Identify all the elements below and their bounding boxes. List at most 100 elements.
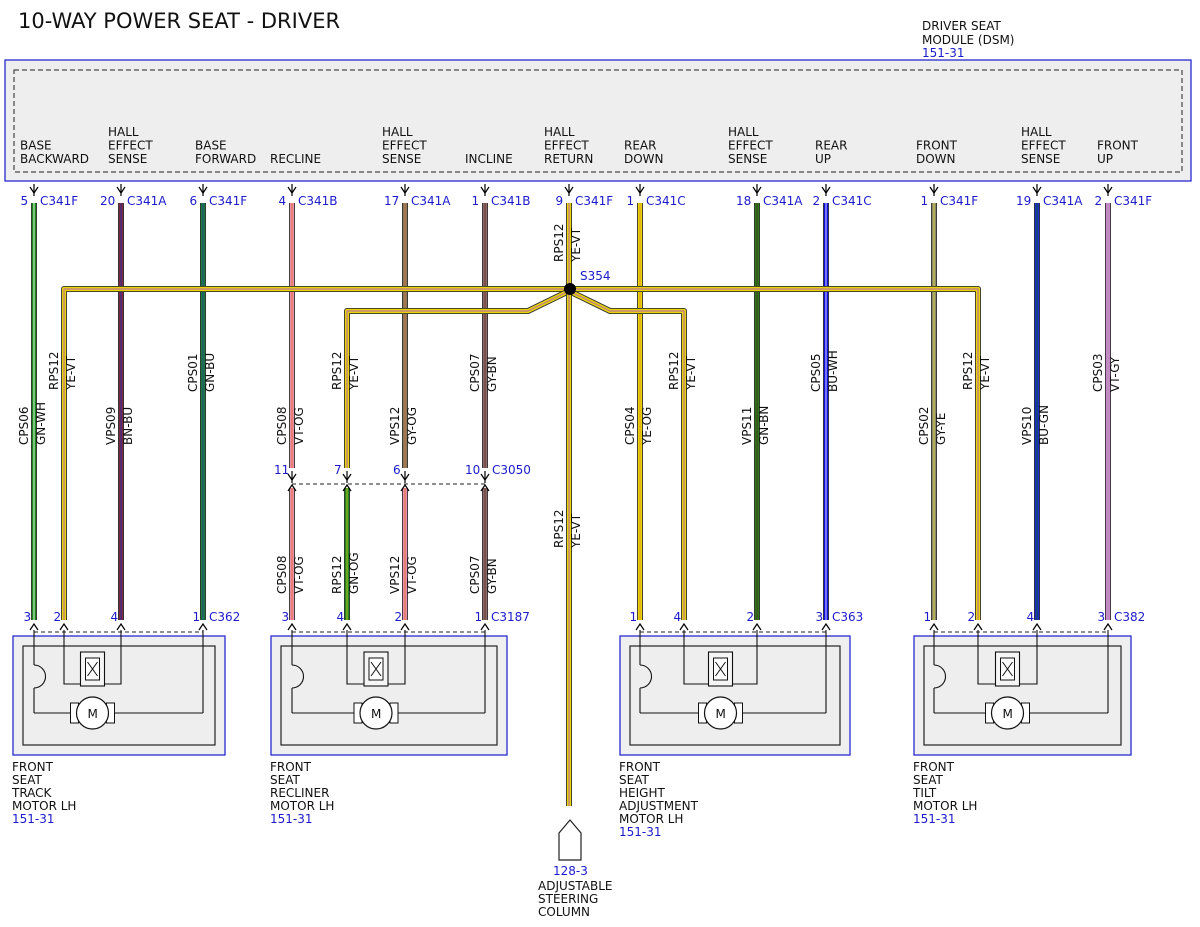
wire-color-label-6: GY-OG (405, 407, 419, 445)
module-ref-link[interactable]: 151-31 (922, 46, 965, 60)
wire-circuit-label-11: VPS11 (740, 407, 754, 445)
module-connector-id-3[interactable]: C341B (298, 194, 338, 208)
inline-wire-color-1: GN-OG (347, 552, 361, 594)
module-connector-id-12[interactable]: C341F (1114, 194, 1152, 208)
module-pin-label-1-2: SENSE (108, 152, 147, 166)
splice-label[interactable]: S354 (580, 269, 611, 283)
inline-arrow-bottom-1 (342, 483, 352, 492)
motor-1-inner-box (280, 645, 498, 746)
module-pin-number-10: 1 (921, 194, 929, 208)
module-pin-number-5: 1 (472, 194, 480, 208)
module-pin-number-8: 18 (736, 194, 751, 208)
motor-0-switch-arc (33, 664, 46, 689)
motor-2-ref-link[interactable]: 151-31 (619, 825, 662, 839)
motor-1-name-3: MOTOR LH (270, 799, 334, 813)
motor-2-hall-sensor-cross (715, 661, 726, 677)
module-connector-id-9[interactable]: C341C (832, 194, 872, 208)
module-pin-label-3-0: RECLINE (270, 152, 321, 166)
driver-seat-module-box (4, 59, 1192, 182)
motor-0-pin-arrow-3 (198, 622, 208, 631)
motor-0-connector-id[interactable]: C362 (209, 610, 240, 624)
motor-3-pin-num-0: 1 (924, 610, 932, 624)
wire-color-label-14: YE-VT (978, 355, 992, 391)
motor-3-name-2: TILT (912, 786, 937, 800)
wire-color-label-9: YE-OG (640, 407, 654, 446)
module-connector-id-4[interactable]: C341A (411, 194, 451, 208)
module-pin-label-10-1: DOWN (916, 152, 956, 166)
motor-2-pin-num-1: 4 (674, 610, 682, 624)
motor-0-ref-link[interactable]: 151-31 (12, 812, 55, 826)
module-pin-number-11: 19 (1016, 194, 1031, 208)
module-connector-id-6[interactable]: C341F (575, 194, 613, 208)
motor-2-name-2: HEIGHT (619, 786, 665, 800)
steering-name-2: STEERING (538, 892, 598, 906)
wire-circuit-label-8: RPS12 (552, 510, 566, 548)
wire-circuit-label-6: VPS12 (388, 407, 402, 445)
steering-ref-link[interactable]: 128-3 (553, 864, 588, 878)
motor-0-pin-num-3: 1 (193, 610, 201, 624)
wire-circuit-label-1: RPS12 (47, 352, 61, 390)
module-label-line2: MODULE (DSM) (922, 33, 1014, 47)
module-connector-id-1[interactable]: C341A (127, 194, 167, 208)
steering-column-connector: 128-3 ADJUSTABLE STEERING COLUMN (538, 819, 613, 919)
wire-color-label-16: VT-GY (1108, 356, 1122, 392)
inline-conn-id[interactable]: C3050 (492, 463, 531, 477)
motor-3-ref-link[interactable]: 151-31 (913, 812, 956, 826)
motor-1-connector-id[interactable]: C3187 (491, 610, 530, 624)
motor-3-motor-letter: M (1003, 707, 1013, 721)
inline-pin-6: 6 (393, 463, 401, 477)
module-connector-id-2[interactable]: C341F (209, 194, 247, 208)
motor-2-pin-arrow-2 (752, 622, 762, 631)
module-pin-label-6-0: HALL (544, 125, 575, 139)
module-connector-id-11[interactable]: C341A (1043, 194, 1083, 208)
module-connector-id-0[interactable]: C341F (40, 194, 78, 208)
motor-0-name-3: MOTOR LH (12, 799, 76, 813)
module-connector-id-10[interactable]: C341F (940, 194, 978, 208)
inline-pin-11: 11 (274, 463, 289, 477)
motor-1-hall-sensor-cross (370, 661, 382, 677)
wire-color-label-10: YE-VT (684, 355, 698, 391)
module-pin-label-1-1: EFFECT (108, 139, 153, 153)
wire-circuit-label-12: CPS05 (809, 353, 823, 392)
module-pin-label-12-0: FRONT (1097, 139, 1139, 153)
wire-color-label-2: BN-BU (121, 407, 135, 445)
motor-1-ref-link[interactable]: 151-31 (270, 812, 313, 826)
module-connector-id-8[interactable]: C341A (763, 194, 803, 208)
module-pin-label-8-2: SENSE (728, 152, 767, 166)
motor-3-pin-arrow-1 (973, 622, 983, 631)
motor-3-connector-id[interactable]: C382 (1114, 610, 1145, 624)
wire-circuit-label-0: CPS06 (17, 406, 31, 445)
wire-circuit-label-9: CPS04 (623, 406, 637, 445)
wire-color-label-0: GN-WH (34, 402, 48, 445)
wire-rps12-outer-bus-stripe (63, 288, 979, 620)
wire-color-label-12: BU-WH (826, 350, 840, 392)
wire-circuit-label-7: CPS07 (468, 353, 482, 392)
wire-color-label-1: YE-VT (64, 355, 78, 391)
module-pin-label-4-2: SENSE (382, 152, 421, 166)
motor-2-connector-id[interactable]: C363 (832, 610, 863, 624)
motor-2-name-4: MOTOR LH (619, 812, 683, 826)
inline-wire-circuit-0: CPS08 (275, 555, 289, 594)
motor-2-pin-arrow-1 (679, 622, 689, 631)
inline-wire-circuit-1: RPS12 (330, 556, 344, 594)
splice-node (564, 283, 576, 295)
module-pin-label-4-0: HALL (382, 125, 413, 139)
module-pin-label-6-1: EFFECT (544, 139, 589, 153)
module-pin-number-0: 5 (21, 194, 29, 208)
motor-3-pin-num-1: 2 (968, 610, 976, 624)
module-connector-id-7[interactable]: C341C (646, 194, 686, 208)
motor-2-pin-num-3: 3 (816, 610, 824, 624)
module-pin-label-0-0: BASE (20, 139, 52, 153)
motor-0-pin-num-0: 3 (24, 610, 32, 624)
motor-2-pin-arrow-0 (635, 622, 645, 631)
steering-name-1: ADJUSTABLE (538, 879, 613, 893)
module-connector-id-5[interactable]: C341B (491, 194, 531, 208)
module-pin-label-9-1: UP (815, 152, 831, 166)
wire-color-label-7: GY-BN (485, 356, 499, 392)
